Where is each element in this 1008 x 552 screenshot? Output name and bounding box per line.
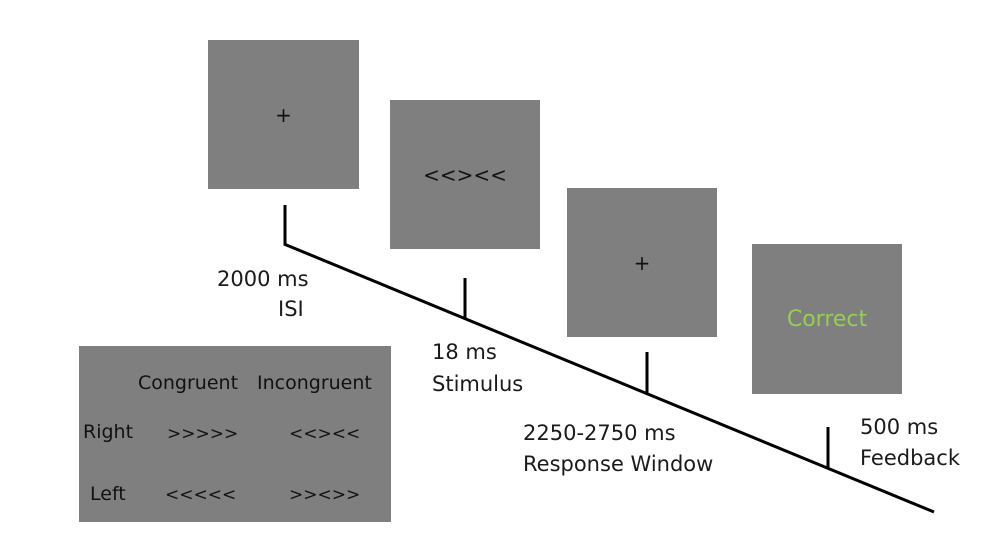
label-feedback-duration: 500 ms: [860, 415, 939, 439]
condition-legend: Congruent Incongruent Right >>>>> <<><< …: [79, 346, 391, 522]
screen-fixation: +: [208, 40, 359, 189]
legend-row-right: Right: [83, 421, 134, 443]
label-feedback: 500 ms Feedback: [860, 415, 960, 471]
label-feedback-event: Feedback: [860, 446, 961, 471]
stimulus-arrows: <<><<: [423, 162, 507, 187]
response-fixation-cross: +: [633, 250, 651, 275]
screen-feedback: Correct: [752, 244, 902, 394]
label-stimulus-duration: 18 ms: [432, 340, 497, 364]
legend-row-left: Left: [90, 483, 126, 505]
legend-right-incongruent: <<><<: [289, 424, 361, 444]
screen-stimulus: <<><<: [390, 100, 540, 249]
label-stimulus: 18 ms Stimulus: [432, 340, 523, 397]
timeline-axis: [283, 242, 935, 514]
screen-response: +: [567, 188, 717, 337]
fixation-cross: +: [275, 102, 292, 127]
label-stimulus-event: Stimulus: [432, 372, 524, 397]
legend-header-incongruent: Incongruent: [257, 372, 372, 394]
label-response: 2250-2750 ms Response Window: [523, 421, 713, 477]
label-isi: 2000 ms ISI: [217, 267, 309, 322]
label-response-duration: 2250-2750 ms: [523, 421, 676, 445]
label-response-event: Response Window: [523, 452, 714, 477]
feedback-correct-text: Correct: [786, 306, 868, 332]
legend-left-congruent: <<<<<: [165, 485, 237, 505]
legend-header-congruent: Congruent: [138, 372, 239, 394]
label-isi-event: ISI: [278, 297, 304, 322]
label-isi-duration: 2000 ms: [217, 267, 309, 291]
legend-right-congruent: >>>>>: [167, 424, 239, 444]
legend-left-incongruent: >><>>: [289, 485, 361, 505]
